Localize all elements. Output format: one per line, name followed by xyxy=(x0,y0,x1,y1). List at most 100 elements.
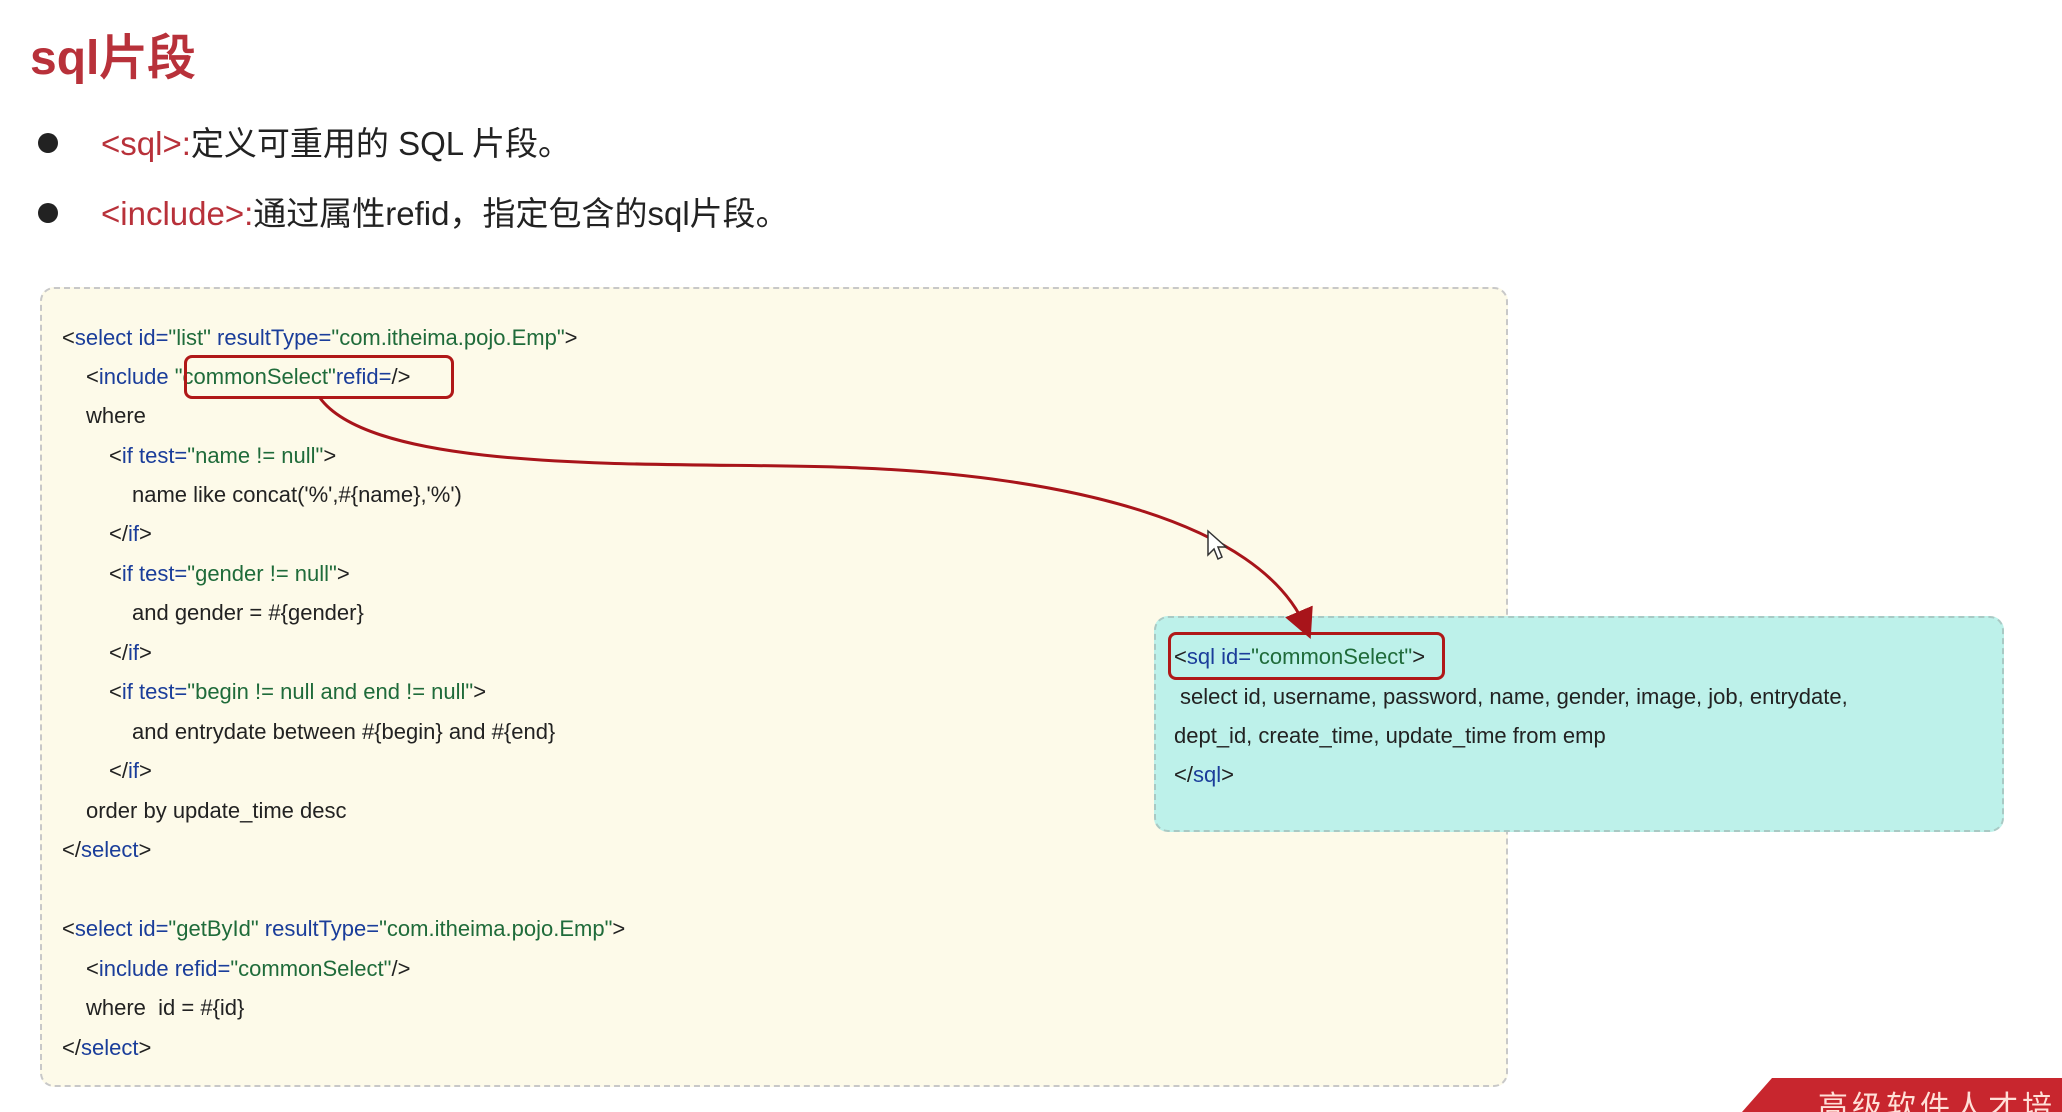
code-line: where id = #{id} xyxy=(86,993,244,1023)
code-token: select xyxy=(80,1035,139,1060)
code-line: <if test="name != null"> xyxy=(109,441,336,471)
code-token: < xyxy=(109,443,122,468)
code-token: if xyxy=(127,640,139,665)
bullet-sep: : xyxy=(181,125,191,162)
code-token: "gender != null" xyxy=(187,561,337,586)
code-token: resultType= xyxy=(258,916,380,941)
code-token: > xyxy=(323,443,337,468)
code-line: <select id="list" resultType="com.itheim… xyxy=(62,323,578,353)
code-token: > xyxy=(612,916,626,941)
code-line: order by update_time desc xyxy=(86,796,347,826)
bullet-text: 通过属性refid，指定包含的sql片段。 xyxy=(253,195,789,232)
bullet-dot-icon xyxy=(38,203,58,224)
code-token: sql xyxy=(1192,762,1222,787)
code-token: </ xyxy=(62,1035,81,1060)
code-token: if xyxy=(127,521,139,546)
sql-code-line: <sql id="commonSelect"> xyxy=(1174,642,1425,672)
code-token: and entrydate between #{begin} and #{end… xyxy=(132,719,556,744)
bullet-text: 定义可重用的 SQL 片段。 xyxy=(190,125,572,162)
code-token: if test= xyxy=(121,561,188,586)
code-token: name like concat('%',#{name},'%') xyxy=(132,482,462,507)
code-line: </if> xyxy=(109,638,152,668)
sql-code-line: select id, username, password, name, gen… xyxy=(1180,682,1848,712)
code-token: /> xyxy=(391,956,411,981)
code-token: > xyxy=(336,561,350,586)
code-token: "commonSelect" xyxy=(230,956,392,981)
code-line: name like concat('%',#{name},'%') xyxy=(132,480,462,510)
code-token: "getById" xyxy=(168,916,259,941)
code-token: /> xyxy=(391,364,411,389)
bullet-include: <include>:通过属性refid，指定包含的sql片段。 xyxy=(38,190,789,238)
code-token: > xyxy=(138,640,152,665)
code-token: select id= xyxy=(74,325,169,350)
code-token: > xyxy=(473,679,487,704)
code-line: <include "commonSelect"refid=/> xyxy=(86,362,410,392)
code-line: <select id="getById" resultType="com.ith… xyxy=(62,914,625,944)
bullet-tag: <sql> xyxy=(101,125,182,162)
bullet-sep: : xyxy=(244,195,254,232)
code-line: <if test="gender != null"> xyxy=(109,559,350,589)
code-token: < xyxy=(86,956,99,981)
connector-arrow-icon xyxy=(318,397,1313,640)
code-token: > xyxy=(138,758,152,783)
code-token: </ xyxy=(109,640,128,665)
code-token: "com.itheima.pojo.Emp" xyxy=(331,325,565,350)
code-token: > xyxy=(138,1035,152,1060)
code-line: </if> xyxy=(109,519,152,549)
code-token: < xyxy=(109,679,122,704)
code-line: where xyxy=(86,401,146,431)
code-token: </ xyxy=(1174,762,1193,787)
code-token: where xyxy=(86,403,146,428)
code-token: select id, username, password, name, gen… xyxy=(1180,684,1848,709)
code-token: include refid= xyxy=(98,956,231,981)
code-token: < xyxy=(1174,644,1187,669)
sql-code-block: <sql id="commonSelect"> select id, userna… xyxy=(1154,616,2004,832)
code-token: "name != null" xyxy=(187,443,324,468)
sql-code-line: dept_id, create_time, update_time from e… xyxy=(1174,721,1606,751)
code-line: </select> xyxy=(62,1033,151,1063)
code-token: if test= xyxy=(121,679,188,704)
code-token: select id= xyxy=(74,916,169,941)
code-token: > xyxy=(1221,762,1234,787)
code-line: </if> xyxy=(109,756,152,786)
code-token: include xyxy=(98,364,175,389)
code-token: "com.itheima.pojo.Emp" xyxy=(379,916,613,941)
code-token: > xyxy=(1412,644,1426,669)
code-token: </ xyxy=(109,521,128,546)
bullet-tag: <include> xyxy=(101,195,245,232)
code-token: sql id= xyxy=(1186,644,1252,669)
code-token: "commonSelect" xyxy=(174,364,336,389)
code-token: < xyxy=(109,561,122,586)
code-token: > xyxy=(138,521,152,546)
page-title: sql片段 xyxy=(30,32,196,85)
bullet-sql: <sql>:定义可重用的 SQL 片段。 xyxy=(38,120,571,168)
code-token: < xyxy=(62,325,75,350)
code-token: if test= xyxy=(121,443,188,468)
code-token: resultType= xyxy=(210,325,332,350)
code-token: </ xyxy=(109,758,128,783)
code-line: <include refid="commonSelect"/> xyxy=(86,954,410,984)
code-token: refid= xyxy=(335,364,392,389)
brand-banner-text: 高级软件人才培 xyxy=(1818,1090,2056,1112)
code-token: </ xyxy=(62,837,81,862)
code-line: and gender = #{gender} xyxy=(132,598,364,628)
code-token: "list" xyxy=(168,325,211,350)
code-token: < xyxy=(86,364,99,389)
code-token: and gender = #{gender} xyxy=(132,600,364,625)
code-line: <if test="begin != null and end != null"… xyxy=(109,677,486,707)
code-line: </select> xyxy=(62,835,151,865)
bullet-dot-icon xyxy=(38,133,58,154)
code-line: and entrydate between #{begin} and #{end… xyxy=(132,717,555,747)
code-token: > xyxy=(564,325,578,350)
code-token: select xyxy=(80,837,139,862)
brand-banner: 高级软件人才培 xyxy=(1742,1078,2062,1112)
code-token: "begin != null and end != null" xyxy=(187,679,474,704)
code-token: < xyxy=(62,916,75,941)
code-token: where id = #{id} xyxy=(86,995,245,1020)
refid-highlight-box xyxy=(184,355,454,399)
code-token: order by update_time desc xyxy=(86,798,347,823)
sql-code-line: </sql> xyxy=(1174,760,1234,790)
mouse-cursor-icon xyxy=(1207,529,1228,561)
code-token: dept_id, create_time, update_time from e… xyxy=(1174,723,1606,748)
